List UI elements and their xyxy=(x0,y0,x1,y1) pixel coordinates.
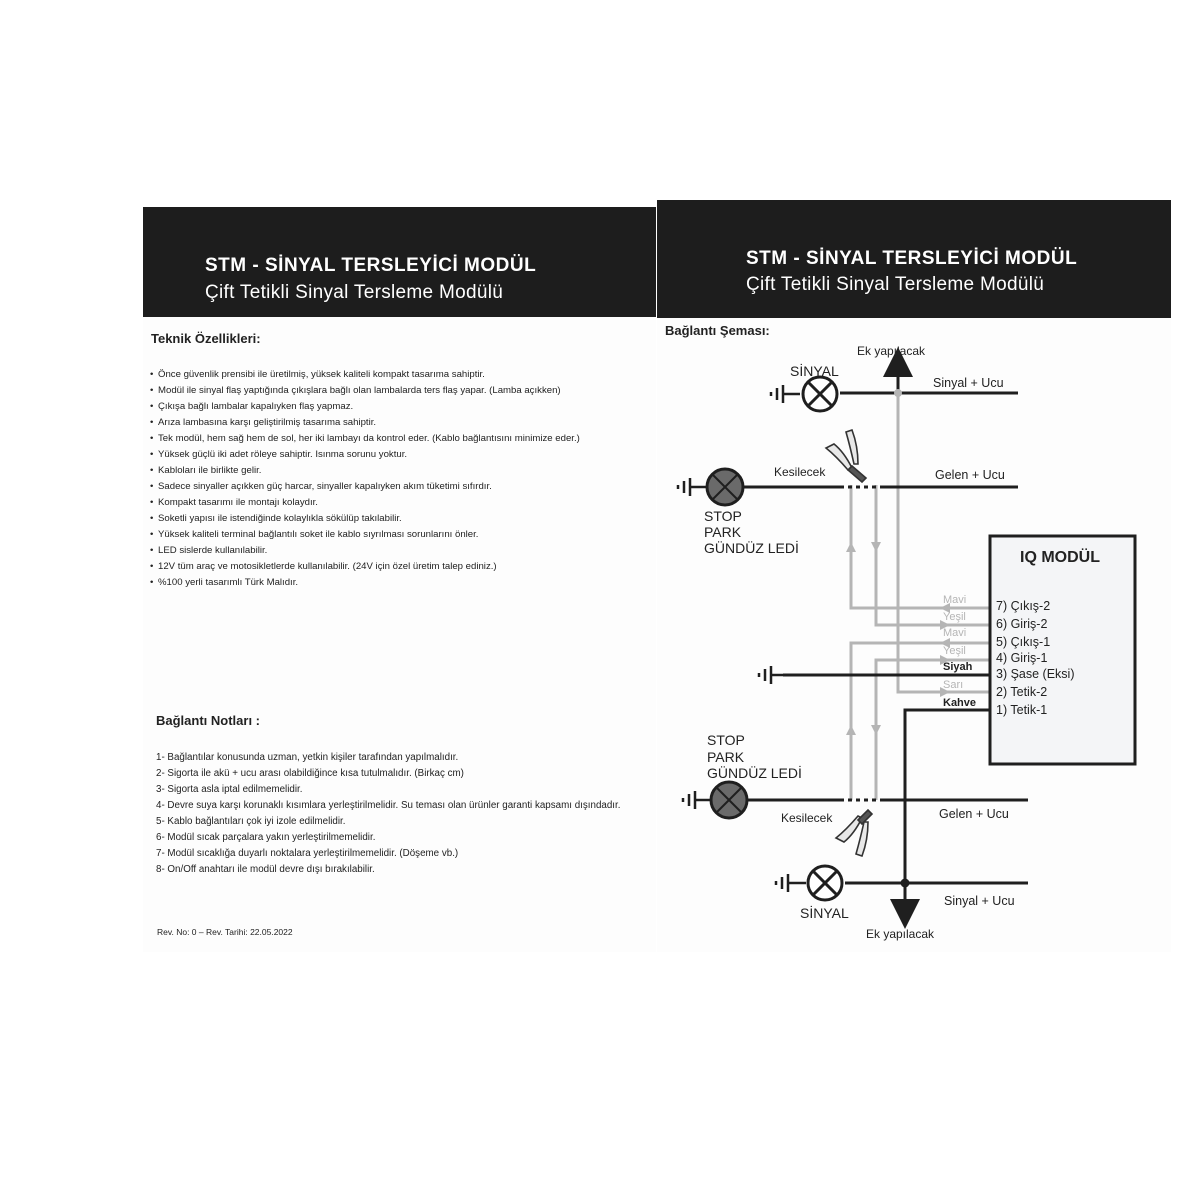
note-item: 5- Kablo bağlantıları çok iyi izole edil… xyxy=(156,816,346,827)
junction-dot xyxy=(894,389,902,397)
wire-color-label: Sarı xyxy=(943,679,963,691)
iq-module-box xyxy=(988,534,1137,766)
pin-label: 2) Tetik-2 xyxy=(996,685,1047,699)
stop-lamp-icon xyxy=(709,780,749,820)
feature-item: Soketli yapısı ile istendiğinde kolaylık… xyxy=(149,511,644,527)
light-wires xyxy=(849,392,992,800)
yesil-wire-giris1 xyxy=(874,658,992,800)
arrow-left-icon xyxy=(940,603,950,613)
mavi-wire-cikis2 xyxy=(849,485,992,610)
revision-info: Rev. No: 0 – Rev. Tarihi: 22.05.2022 xyxy=(157,927,293,937)
right-header: STM - SİNYAL TERSLEYİCİ MODÜL Çift Tetik… xyxy=(657,200,1171,318)
feature-item: 12V tüm araç ve motosikletlerde kullanıl… xyxy=(149,559,644,575)
kesilecek-bottom: Kesilecek xyxy=(781,811,833,825)
pin-label: 6) Giriş-2 xyxy=(996,617,1047,631)
note-item: 1- Bağlantılar konusunda uzman, yetkin k… xyxy=(156,752,459,763)
wire-color-label: Yeşil xyxy=(943,645,966,657)
gelen-ucu-top: Gelen + Ucu xyxy=(935,468,1005,482)
note-item: 8- On/Off anahtarı ile modül devre dışı … xyxy=(156,864,375,875)
arrow-up-icon xyxy=(846,725,856,735)
pin-label: 5) Çıkış-1 xyxy=(996,635,1050,649)
ground-icon xyxy=(774,874,806,892)
right-title: STM - SİNYAL TERSLEYİCİ MODÜL xyxy=(746,248,1078,269)
gelen-ucu-bottom: Gelen + Ucu xyxy=(939,807,1009,821)
right-subtitle: Çift Tetikli Sinyal Tersleme Modülü xyxy=(746,274,1045,295)
lamp-label-top: STOP xyxy=(704,508,742,524)
ground-icon xyxy=(769,385,800,403)
diagram-section-title: Bağlantı Şeması: xyxy=(665,323,770,338)
ek-label-bottom: Ek yapılacak xyxy=(866,927,935,941)
feature-item: LED sislerde kullanılabilir. xyxy=(149,543,644,559)
light-arrows xyxy=(846,542,950,735)
arrow-up-icon xyxy=(846,542,856,552)
feature-item: Arıza lambasına karşı geliştirilmiş tasa… xyxy=(149,415,644,431)
arrow-left-icon xyxy=(940,638,950,648)
note-item: 6- Modül sıcak parçalara yakın yerleştir… xyxy=(156,832,376,843)
kahve-wire-tetik1 xyxy=(903,708,992,880)
lamp-label-bottom: GÜNDÜZ LEDİ xyxy=(707,764,802,781)
note-item: 7- Modül sıcaklığa duyarlı noktalara yer… xyxy=(156,848,459,859)
ground-icon xyxy=(757,666,783,684)
ground-icon xyxy=(676,478,707,496)
lamp-label-top: GÜNDÜZ LEDİ xyxy=(704,539,799,556)
feature-item: Sadece sinyaller açıkken güç harcar, sin… xyxy=(149,479,644,495)
sinyal-ucu-bottom: Sinyal + Ucu xyxy=(944,894,1015,908)
note-item: 2- Sigorta ile akü + ucu arası olabildiğ… xyxy=(156,768,464,779)
wire-color-label: Mavi xyxy=(943,627,966,639)
left-panel: STM - SİNYAL TERSLEYİCİ MODÜL Çift Tetik… xyxy=(143,207,656,952)
notes-title: Bağlantı Notları : xyxy=(156,713,261,728)
dark-wires xyxy=(742,375,1028,905)
pin-label: 4) Giriş-1 xyxy=(996,651,1047,665)
feature-item: Önce güvenlik prensibi ile üretilmiş, yü… xyxy=(149,367,644,383)
left-subtitle: Çift Tetikli Sinyal Tersleme Modülü xyxy=(205,282,504,303)
module-title: IQ MODÜL xyxy=(1020,547,1100,566)
pin-label: 1) Tetik-1 xyxy=(996,703,1047,717)
lamp-label-top: PARK xyxy=(704,524,742,540)
junction-dot xyxy=(900,878,910,888)
arrow-right-icon xyxy=(940,655,950,665)
lamp-label-bottom: STOP xyxy=(707,732,745,748)
arrow-right-icon xyxy=(940,687,950,697)
features-list: Önce güvenlik prensibi ile üretilmiş, yü… xyxy=(149,367,644,591)
sinyal-label-bottom: SİNYAL xyxy=(800,904,849,921)
lamp-label-bottom: PARK xyxy=(707,749,745,765)
feature-item: Tek modül, hem sağ hem de sol, her iki l… xyxy=(149,431,644,447)
left-title: STM - SİNYAL TERSLEYİCİ MODÜL xyxy=(205,255,537,276)
features-title: Teknik Özellikleri: xyxy=(151,331,261,346)
arrow-down-icon xyxy=(871,725,881,735)
signal-lamp-icon xyxy=(806,864,844,902)
feature-item: Kabloları ile birlikte gelir. xyxy=(149,463,644,479)
cutter-icon xyxy=(824,428,868,484)
arrow-right-icon xyxy=(940,620,950,630)
arrow-down-icon xyxy=(871,542,881,552)
feature-item: Modül ile sinyal flaş yaptığında çıkışla… xyxy=(149,383,644,399)
feature-item: Çıkışa bağlı lambalar kapalıyken flaş ya… xyxy=(149,399,644,415)
feature-item: %100 yerli tasarımlı Türk Malıdır. xyxy=(149,575,644,591)
sinyal-label-top: SİNYAL xyxy=(790,362,839,379)
stop-lamp-icon xyxy=(705,467,745,507)
feature-item: Yüksek güçlü iki adet röleye sahiptir. I… xyxy=(149,447,644,463)
sinyal-ucu-top: Sinyal + Ucu xyxy=(933,376,1004,390)
cutter-icon xyxy=(834,808,874,858)
ek-label-top: Ek yapılacak xyxy=(857,344,926,358)
sari-wire-tetik2 xyxy=(896,392,992,694)
wire-color-label: Yeşil xyxy=(943,611,966,623)
feature-item: Kompakt tasarımı ile montajı kolaydır. xyxy=(149,495,644,511)
signal-lamp-icon xyxy=(801,375,839,413)
ground-icon xyxy=(681,791,711,809)
wire-color-label: Kahve xyxy=(943,697,976,709)
note-item: 4- Devre suya karşı korunaklı kısımlara … xyxy=(156,800,621,811)
pin-label: 7) Çıkış-2 xyxy=(996,599,1050,613)
pin-label: 3) Şase (Eksi) xyxy=(996,667,1075,681)
yesil-wire-giris2 xyxy=(874,485,992,627)
wire-color-label: Siyah xyxy=(943,661,973,673)
notes-list: 1- Bağlantılar konusunda uzman, yetkin k… xyxy=(156,750,646,878)
note-item: 3- Sigorta asla iptal edilmemelidir. xyxy=(156,784,303,795)
left-header: STM - SİNYAL TERSLEYİCİ MODÜL Çift Tetik… xyxy=(143,207,656,317)
feature-item: Yüksek kaliteli terminal bağlantılı soke… xyxy=(149,527,644,543)
wire-color-label: Mavi xyxy=(943,594,966,606)
kesilecek-top: Kesilecek xyxy=(774,465,826,479)
